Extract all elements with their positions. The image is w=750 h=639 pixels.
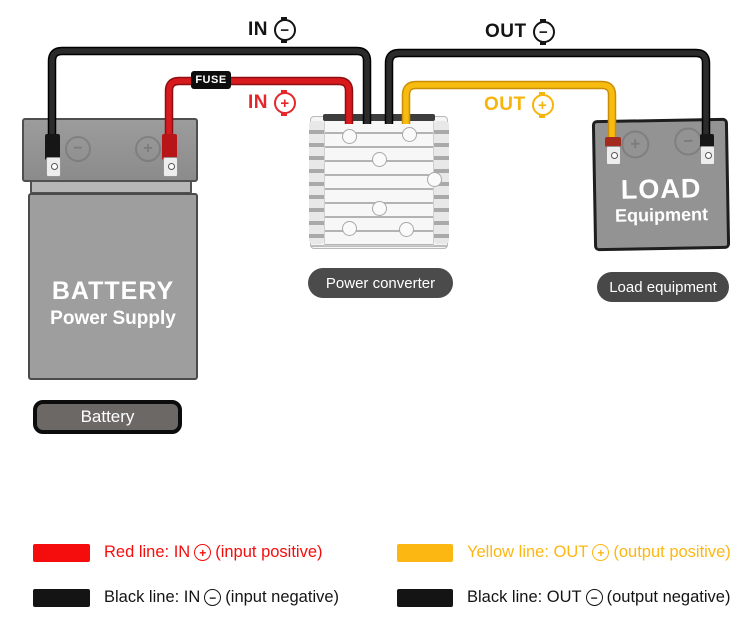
terminal-hole-icon <box>50 163 58 170</box>
converter-terminal-strip <box>323 114 435 121</box>
battery-subtitle: Power Supply <box>50 308 176 329</box>
converter-right-fins <box>434 121 449 244</box>
legend-item-black-in: Black line: IN − (input negative) <box>33 588 339 607</box>
plus-circle-icon: + <box>592 544 610 561</box>
label-out-negative: OUT − <box>485 19 555 45</box>
converter-screw-icon <box>372 152 387 167</box>
converter-screw-icon <box>402 127 417 142</box>
legend-item-yellow-out: Yellow line: OUT + (output positive) <box>397 543 731 562</box>
fuse-label: FUSE <box>191 71 231 89</box>
battery-tag: Battery <box>33 400 182 434</box>
minus-circle-icon: − <box>585 589 603 606</box>
legend-item-red-in: Red line: IN + (input positive) <box>33 543 323 562</box>
converter-screw-icon <box>372 201 387 216</box>
minus-circle-icon: − <box>204 589 222 606</box>
label-out-positive: OUT + <box>484 92 554 118</box>
out-positive-text: OUT <box>484 94 526 115</box>
legend-label: Black line: OUT <box>467 588 582 606</box>
red-swatch <box>33 543 90 562</box>
legend-item-black-out: Black line: OUT − (output negative) <box>397 588 730 607</box>
battery-positive-terminal <box>163 157 178 177</box>
battery-negative-terminal <box>46 157 61 177</box>
in-positive-text: IN <box>248 92 268 113</box>
plus-circle-icon: + <box>194 544 212 561</box>
in-negative-text: IN <box>248 19 268 40</box>
legend-label: Red line: IN <box>104 543 191 561</box>
terminal-hole-icon <box>167 163 175 170</box>
load-negative-terminal <box>700 146 715 165</box>
converter-screw-icon <box>342 129 357 144</box>
battery-negative-mark-icon: − <box>65 136 91 162</box>
legend-suffix: (input negative) <box>225 588 340 606</box>
load-positive-mark-icon: + <box>621 130 650 159</box>
load-negative-mark-icon: − <box>674 127 703 156</box>
converter-plate <box>324 119 434 246</box>
load-equipment-tag: Load equipment <box>597 272 729 302</box>
label-in-positive: IN + <box>248 90 296 116</box>
terminal-hole-icon <box>610 152 618 159</box>
terminal-hole-icon <box>704 152 712 159</box>
load-positive-terminal <box>606 146 621 165</box>
plus-circle-icon: + <box>531 92 554 118</box>
battery-title: BATTERY <box>51 277 175 305</box>
converter-screw-icon <box>427 172 442 187</box>
load-subtitle: Equipment <box>614 204 709 226</box>
converter-screw-icon <box>399 222 414 237</box>
minus-circle-icon: − <box>274 17 296 43</box>
plus-circle-icon: + <box>274 90 296 116</box>
battery-positive-mark-icon: + <box>135 136 161 162</box>
minus-circle-icon: − <box>532 19 555 45</box>
legend-label: Yellow line: OUT <box>467 543 589 561</box>
power-converter <box>309 114 449 249</box>
legend-label: Black line: IN <box>104 588 201 606</box>
legend-suffix: (output positive) <box>613 543 731 561</box>
legend-suffix: (output negative) <box>606 588 731 606</box>
power-converter-tag: Power converter <box>308 268 453 298</box>
black-swatch <box>33 588 90 607</box>
battery-seam <box>30 180 192 194</box>
converter-left-fins <box>309 121 324 244</box>
out-negative-text: OUT <box>485 21 527 42</box>
load-title: LOAD <box>620 173 702 205</box>
battery: BATTERY Power Supply <box>28 193 198 380</box>
converter-screw-icon <box>342 221 357 236</box>
black-swatch <box>397 588 453 607</box>
legend-suffix: (input positive) <box>215 543 323 561</box>
label-in-negative: IN − <box>248 17 296 43</box>
yellow-swatch <box>397 543 453 562</box>
